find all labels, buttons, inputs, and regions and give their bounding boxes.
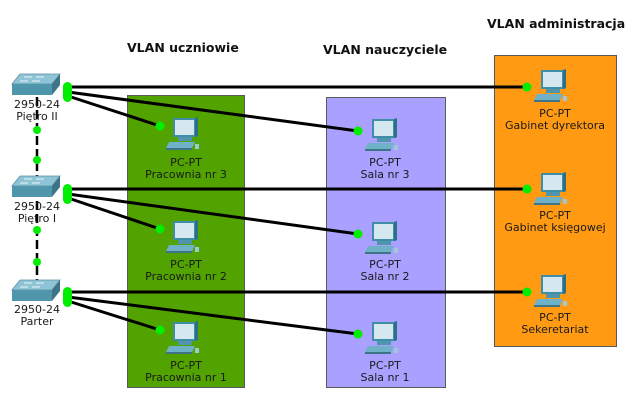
link-light-trunk (33, 258, 41, 266)
link-light-trunk (33, 226, 41, 234)
pc-name-label: Sekeretariat (521, 323, 589, 336)
switch-model-label: 2950-24 (14, 200, 60, 213)
pc-type-label: PC-PT (539, 107, 571, 120)
cable-sw1-sala2[interactable] (67, 192, 359, 236)
switch-name-label: Piętro II (16, 110, 58, 123)
pc-type-label: PC-PT (369, 359, 401, 372)
link-light-pc (522, 82, 532, 92)
pc-name-label: Pracownia nr 3 (145, 168, 227, 181)
switch-icon (11, 175, 61, 197)
switch-name-label: Parter (20, 315, 54, 328)
pc-icon (534, 172, 567, 205)
pc-icon (365, 118, 398, 151)
link-light-pc (353, 229, 363, 239)
switch-model-label: 2950-24 (14, 303, 60, 316)
pc-name-label: Sala nr 3 (360, 168, 410, 181)
link-light-sw0 (63, 287, 72, 307)
cable-sw0-sala1[interactable] (67, 295, 359, 336)
pc-icon (166, 220, 199, 253)
cable-sw1-pracownia2[interactable] (67, 196, 161, 231)
link-light-pc (353, 329, 363, 339)
pc-name-label: Gabinet dyrektora (504, 119, 606, 132)
pc-type-label: PC-PT (170, 156, 202, 169)
pc-type-label: PC-PT (170, 359, 202, 372)
link-light-trunk (33, 156, 41, 164)
pc-type-label: PC-PT (369, 258, 401, 271)
switch-name-label: Piętro I (17, 212, 57, 225)
link-light-pc (155, 325, 165, 335)
pc-icon (534, 274, 567, 307)
link-light-pc (522, 184, 532, 194)
switch-icon (11, 279, 61, 301)
pc-icon (534, 69, 567, 102)
pc-name-label: Pracownia nr 1 (145, 371, 227, 384)
link-light-trunk (33, 126, 41, 134)
switch-icon (11, 73, 61, 95)
pc-type-label: PC-PT (539, 311, 571, 324)
pc-icon (166, 321, 199, 354)
pc-name-label: Sala nr 1 (360, 371, 410, 384)
pc-type-label: PC-PT (369, 156, 401, 169)
pc-icon (365, 221, 398, 254)
pc-type-label: PC-PT (170, 258, 202, 271)
pc-name-label: Sala nr 2 (360, 270, 410, 283)
link-light-pc (353, 126, 363, 136)
cable-sw0-pracownia1[interactable] (67, 299, 161, 332)
pc-type-label: PC-PT (539, 209, 571, 222)
switch-model-label: 2950-24 (14, 98, 60, 111)
link-light-sw1 (63, 184, 72, 204)
pc-icon (365, 321, 398, 354)
pc-icon (166, 117, 199, 150)
pc-name-label: Pracownia nr 2 (145, 270, 227, 283)
link-light-pc (155, 224, 165, 234)
link-light-sw2 (63, 82, 72, 102)
link-light-pc (522, 287, 532, 297)
link-light-pc (155, 121, 165, 131)
cable-sw2-sala3[interactable] (67, 90, 359, 133)
vlan-nauczyciele-title: VLAN nauczyciele (323, 42, 448, 57)
pc-name-label: Gabinet księgowej (504, 221, 606, 234)
vlan-administracja-title: VLAN administracja (487, 16, 626, 31)
vlan-uczniowie-title: VLAN uczniowie (127, 40, 239, 55)
cable-sw2-pracownia3[interactable] (67, 94, 161, 128)
